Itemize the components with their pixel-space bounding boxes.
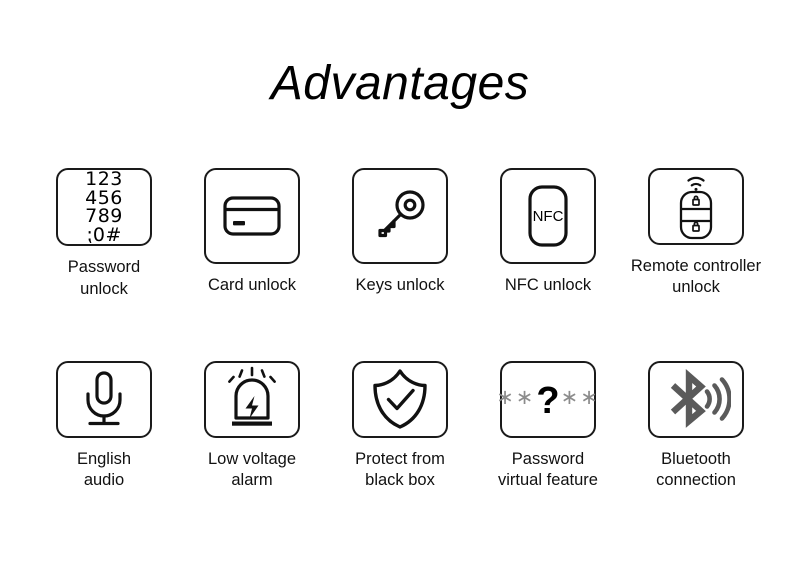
feature-icon-tile[interactable]: [352, 168, 448, 264]
feature-icon-tile[interactable]: [204, 361, 300, 438]
feature-label: NFC unlock: [504, 276, 592, 294]
nfc-card-icon: NFC: [528, 185, 568, 247]
feature-label: Remote controller unlock: [630, 256, 762, 296]
feature-low-voltage-alarm[interactable]: Low voltage alarm: [178, 361, 326, 491]
feature-icon-tile[interactable]: [648, 168, 744, 245]
feature-icon-tile[interactable]: 123 456 789 ⁏0#: [56, 168, 152, 247]
credit-card-icon: [223, 196, 281, 236]
feature-label: Password virtual feature: [498, 449, 598, 489]
feature-english-audio[interactable]: English audio: [30, 361, 178, 491]
asterisks-right: ∗∗: [560, 384, 600, 409]
feature-card-unlock[interactable]: Card unlock: [178, 168, 326, 298]
feature-password-unlock[interactable]: 123 456 789 ⁏0# Password unlock: [30, 168, 178, 298]
asterisks-left: ∗∗: [496, 384, 536, 409]
feature-label: Protect from black box: [355, 449, 445, 489]
feature-icon-tile[interactable]: [56, 361, 152, 438]
keypad-row-4: ⁏0#: [86, 223, 122, 246]
feature-label: Card unlock: [207, 276, 297, 294]
nfc-card-outline: [528, 185, 568, 247]
keypad-row-1: 123: [85, 168, 123, 190]
feature-icon-tile[interactable]: [352, 361, 448, 438]
feature-label: Bluetooth connection: [656, 449, 736, 489]
feature-icon-tile[interactable]: [204, 168, 300, 264]
feature-label: Keys unlock: [355, 276, 445, 294]
feature-remote-controller-unlock[interactable]: Remote controller unlock: [622, 168, 770, 298]
siren-alarm-icon: [228, 367, 276, 427]
keypad-icon: 123 456 789 ⁏0#: [85, 168, 123, 246]
question-mark: ?: [536, 380, 560, 423]
bluetooth-icon: [670, 369, 731, 429]
feature-label: Password unlock: [67, 258, 141, 298]
remote-key-fob-icon: [679, 177, 713, 240]
feature-bluetooth-connection[interactable]: Bluetooth connection: [622, 361, 770, 491]
keypad-row-3: 789: [85, 205, 123, 228]
feature-nfc-unlock[interactable]: NFC NFC unlock: [474, 168, 622, 298]
page-title: Advantages: [270, 57, 530, 110]
keypad-row-2: 456: [85, 186, 123, 209]
key-icon: [378, 190, 425, 238]
feature-icon-tile[interactable]: ∗∗ ? ∗∗: [496, 361, 598, 438]
feature-password-virtual[interactable]: ∗∗ ? ∗∗ Password virtual feature: [474, 361, 622, 491]
feature-keys-unlock[interactable]: Keys unlock: [326, 168, 474, 298]
asterisk-question-icon: ∗∗ ? ∗∗: [496, 380, 600, 423]
feature-protect-from-black-box[interactable]: Protect from black box: [326, 361, 474, 491]
feature-icon-tile[interactable]: NFC: [500, 168, 596, 264]
feature-label: Low voltage alarm: [207, 449, 297, 489]
nfc-label: NFC: [532, 207, 564, 225]
shield-check-icon: [373, 369, 427, 430]
microphone-icon: [86, 371, 122, 426]
feature-icon-tile[interactable]: [648, 361, 744, 438]
feature-label: English audio: [76, 449, 132, 489]
features-grid: 123 456 789 ⁏0# Password unlock Card unl…: [30, 168, 770, 491]
